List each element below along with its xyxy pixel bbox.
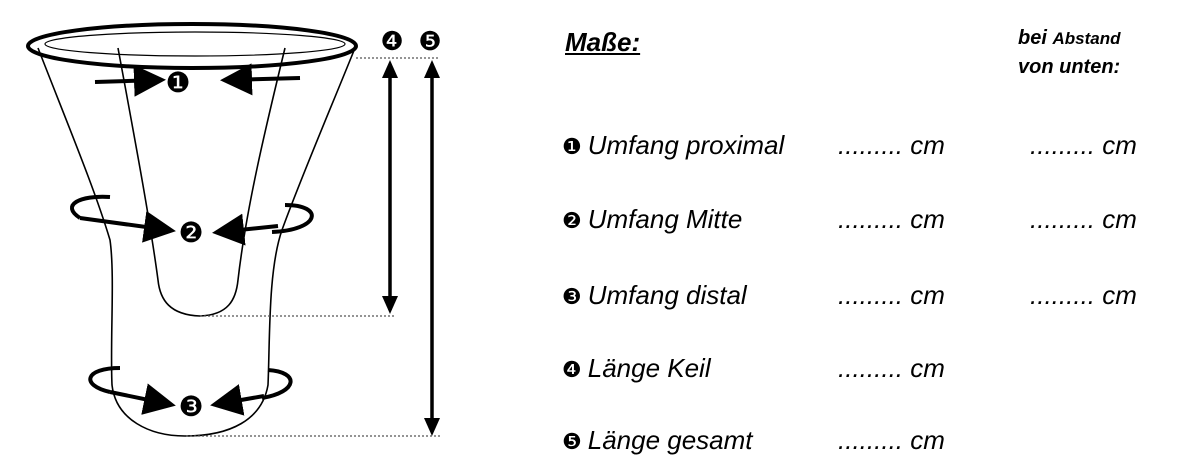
distance-header: bei Abstand von unten: (1018, 24, 1120, 81)
row-2-value: ......... cm (838, 204, 945, 234)
row-1-label: Umfang proximal (587, 130, 785, 160)
row-3-distance: ......... cm (1030, 280, 1137, 310)
marker-4: ❹ (380, 27, 403, 57)
arrow-2-left (79, 210, 176, 243)
top-ring (26, 22, 358, 70)
arrow-2-right (212, 213, 279, 246)
marker-5: ❺ (418, 27, 441, 57)
arrow-1-left (94, 64, 166, 97)
row-2-distance: ......... cm (1030, 204, 1137, 234)
row-4-value: ......... cm (838, 353, 945, 383)
row-1-distance: ......... cm (1030, 130, 1137, 160)
row-3-marker: ❸ (562, 284, 582, 309)
arrow-3-left (109, 383, 176, 415)
row-4-label: Länge Keil (587, 353, 711, 383)
arrow-3-right (210, 384, 265, 416)
distance-header-line2: von unten: (1018, 56, 1121, 78)
bottom-ring-right (261, 368, 293, 400)
bottom-ring-left (88, 366, 121, 394)
row-1-marker: ❶ (562, 134, 582, 159)
marker-3: ❸ (178, 390, 203, 423)
top-opening (44, 31, 346, 57)
arrow-1-right (220, 63, 301, 96)
distance-header-abstand: Abstand (1052, 29, 1121, 48)
sleeve-outline (37, 47, 356, 437)
row-5-label: Länge gesamt (587, 425, 753, 455)
row-3-label: Umfang distal (587, 280, 747, 310)
middle-ring-right (271, 203, 314, 234)
row-4-marker: ❹ (562, 357, 582, 382)
measurements-title: Maße: (565, 27, 641, 57)
marker-2: ❷ (178, 216, 203, 249)
row-2-label: Umfang Mitte (587, 204, 743, 234)
row-5-value: ......... cm (838, 425, 945, 455)
row-5-marker: ❺ (562, 429, 582, 454)
row-3-value: ......... cm (838, 280, 945, 310)
wedge-outline (117, 47, 286, 317)
distance-header-bei: bei (1018, 27, 1047, 49)
marker-1: ❶ (165, 66, 190, 99)
row-1-value: ......... cm (838, 130, 945, 160)
stump-diagram: ❶ ❷ ❸ ❹ ❺ (26, 22, 442, 437)
middle-ring-left (70, 194, 111, 220)
row-2-marker: ❷ (562, 208, 582, 233)
